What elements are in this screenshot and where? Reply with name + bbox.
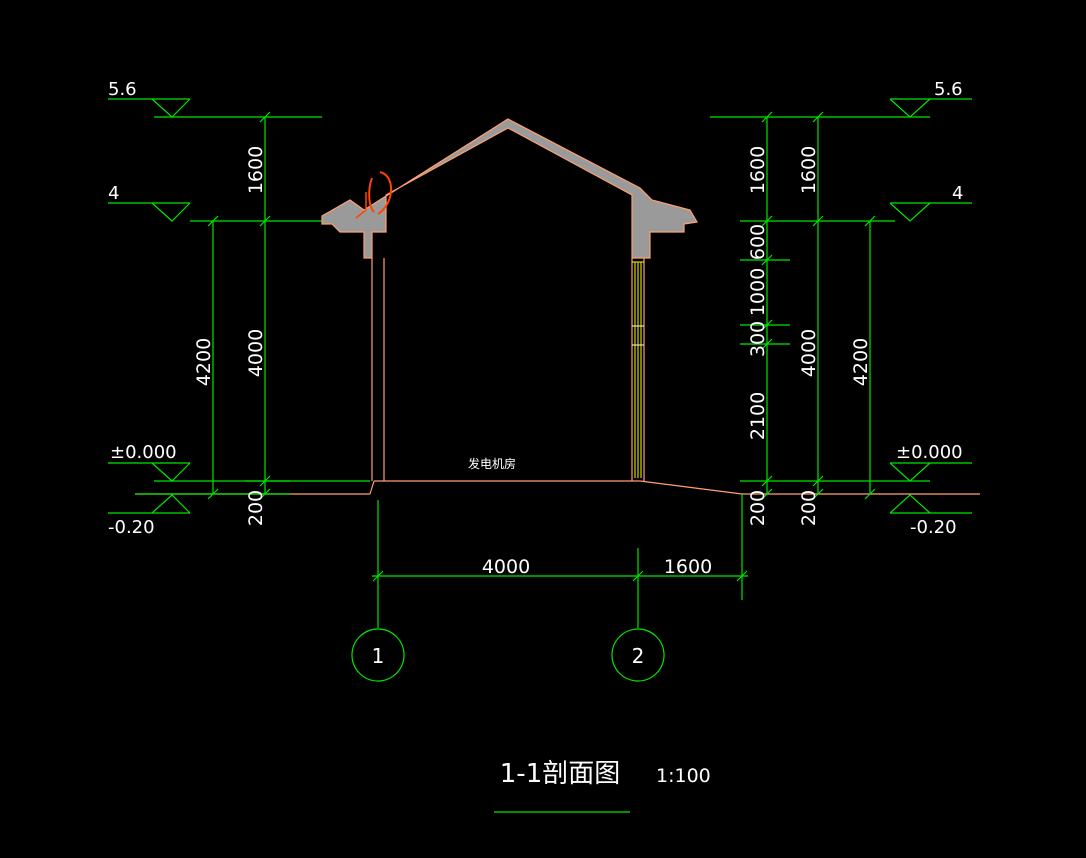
axis-bubble-1: 1 (351, 628, 405, 682)
building-section: 发电机房 (321, 118, 698, 481)
dim-right-600: 600 (747, 224, 769, 260)
left-level-ground: ±0.000 (110, 442, 177, 463)
left-dimensions: 4200 1600 4000 200 (135, 111, 322, 526)
dim-right-4000: 4000 (798, 329, 820, 377)
dim-span-1600: 1600 (664, 556, 712, 578)
right-level-outdoor: -0.20 (910, 517, 957, 538)
dim-right-b-1600: 1600 (798, 146, 820, 194)
dim-right-2100: 2100 (747, 392, 769, 440)
left-level-eave: 4 (108, 183, 119, 204)
dim-right-a-200: 200 (747, 490, 769, 526)
drawing-scale: 1:100 (656, 765, 711, 787)
dim-left-200: 200 (245, 490, 267, 526)
axis-label-1: 1 (372, 644, 385, 668)
dim-right-4200: 4200 (850, 338, 872, 386)
dim-right-a-1600: 1600 (747, 146, 769, 194)
left-level-top: 5.6 (108, 79, 137, 100)
left-level-markers: 5.6 4 ±0.000 -0.20 (108, 79, 370, 538)
drawing-title-block: 1-1剖面图 1:100 (494, 759, 711, 813)
horizontal-dimensions: 4000 1600 (372, 494, 748, 628)
axis-label-2: 2 (632, 644, 645, 668)
dim-span-4000: 4000 (482, 556, 530, 578)
dim-right-b-200: 200 (798, 490, 820, 526)
drawing-title: 1-1剖面图 (500, 759, 620, 789)
room-label: 发电机房 (468, 456, 516, 471)
dim-left-4000: 4000 (245, 329, 267, 377)
markup-annotation (355, 171, 392, 219)
right-level-eave: 4 (952, 183, 963, 204)
right-level-markers: 5.6 4 ±0.000 -0.20 (710, 79, 972, 538)
axis-bubble-2: 2 (611, 628, 665, 682)
dim-right-300: 300 (747, 321, 769, 357)
dim-right-1000: 1000 (747, 268, 769, 316)
right-dimensions: 1600 600 1000 300 2100 200 1600 4000 200… (740, 111, 895, 526)
window (632, 261, 644, 478)
right-level-ground: ±0.000 (896, 442, 963, 463)
left-level-outdoor: -0.20 (108, 517, 155, 538)
dim-left-4200: 4200 (193, 338, 215, 386)
dim-left-1600: 1600 (245, 146, 267, 194)
right-level-top: 5.6 (934, 79, 963, 100)
roof-slab (321, 118, 698, 259)
